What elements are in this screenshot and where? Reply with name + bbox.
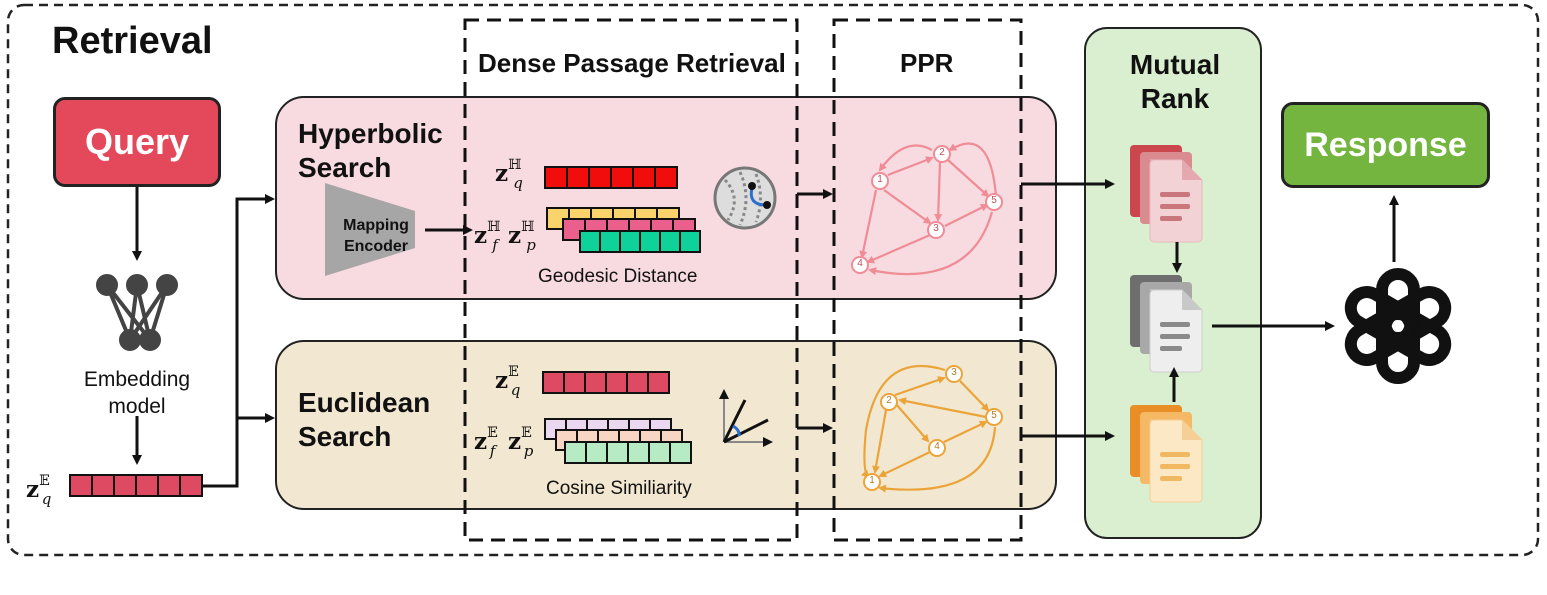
euclidean-search-title: Euclidean Search [298,387,431,452]
euc-graph-node-3: 3 [951,367,957,378]
euc-graph-node-1: 1 [869,475,875,486]
hyperbolic-search-title: Hyperbolic Search [298,118,443,183]
mutual-rank-title: Mutual Rank [1129,49,1221,114]
hyp-passage-vectors [546,207,701,253]
response-node: Response [1281,102,1490,188]
hyp-zq-symbol: zℍq [495,157,523,192]
hyp-graph-node-2: 2 [939,147,945,158]
ppr-section-title: PPR [900,48,954,78]
euc-passage-vectors [544,418,692,464]
hyperbolic-panel [275,96,1057,300]
cosine-similarity-label: Cosine Similiarity [546,478,692,499]
retrieval-title: Retrieval [52,20,213,62]
hyp-ppr-graph [859,142,998,276]
mapping-encoder [325,183,415,276]
dpr-section-title: Dense Passage Retrieval [478,48,786,78]
hyp-graph-node-5: 5 [991,195,997,206]
hyp-zf-symbol: zℍf [474,219,501,254]
branch-line [202,194,275,488]
openai-logo-icon [1344,268,1452,384]
dpr-frame [463,18,799,542]
hyp-ranked-docs-icon [1130,145,1203,243]
cosine-angle-icon [719,389,773,447]
hyp-query-vector [544,166,678,189]
embedding-model-icon [96,274,178,351]
euc-graph-node-4: 4 [934,441,940,452]
hyp-zp-symbol: zℍp [508,219,536,254]
query-vector [69,474,203,497]
euc-zf-symbol: z𝔼f [474,425,498,460]
hyp-graph-node-3: 3 [933,223,939,234]
mapping-encoder-label: Mapping Encoder [343,217,409,255]
hyp-graph-node-4: 4 [857,258,863,269]
ppr-frame [832,18,1023,542]
embedding-model-label: Embedding model [83,368,191,418]
query-node: Query [53,97,221,187]
merged-docs-icon [1130,275,1203,373]
hyp-graph-nodes [851,145,1003,274]
euc-zq-symbol: z𝔼q [495,364,521,399]
poincare-disk-icon [713,166,777,230]
euc-query-vector [542,371,670,394]
euc-ppr-graph [861,365,997,493]
euc-graph-node-5: 5 [991,410,997,421]
geodesic-distance-label: Geodesic Distance [538,266,698,287]
query-embedding-symbol: z𝔼q [26,473,52,508]
euc-ranked-docs-icon [1130,405,1203,503]
retrieval-frame [6,3,1540,557]
euc-graph-nodes [863,365,1003,491]
hyp-graph-node-1: 1 [877,174,883,185]
euc-graph-node-2: 2 [886,395,892,406]
euc-zp-symbol: z𝔼p [508,425,534,460]
